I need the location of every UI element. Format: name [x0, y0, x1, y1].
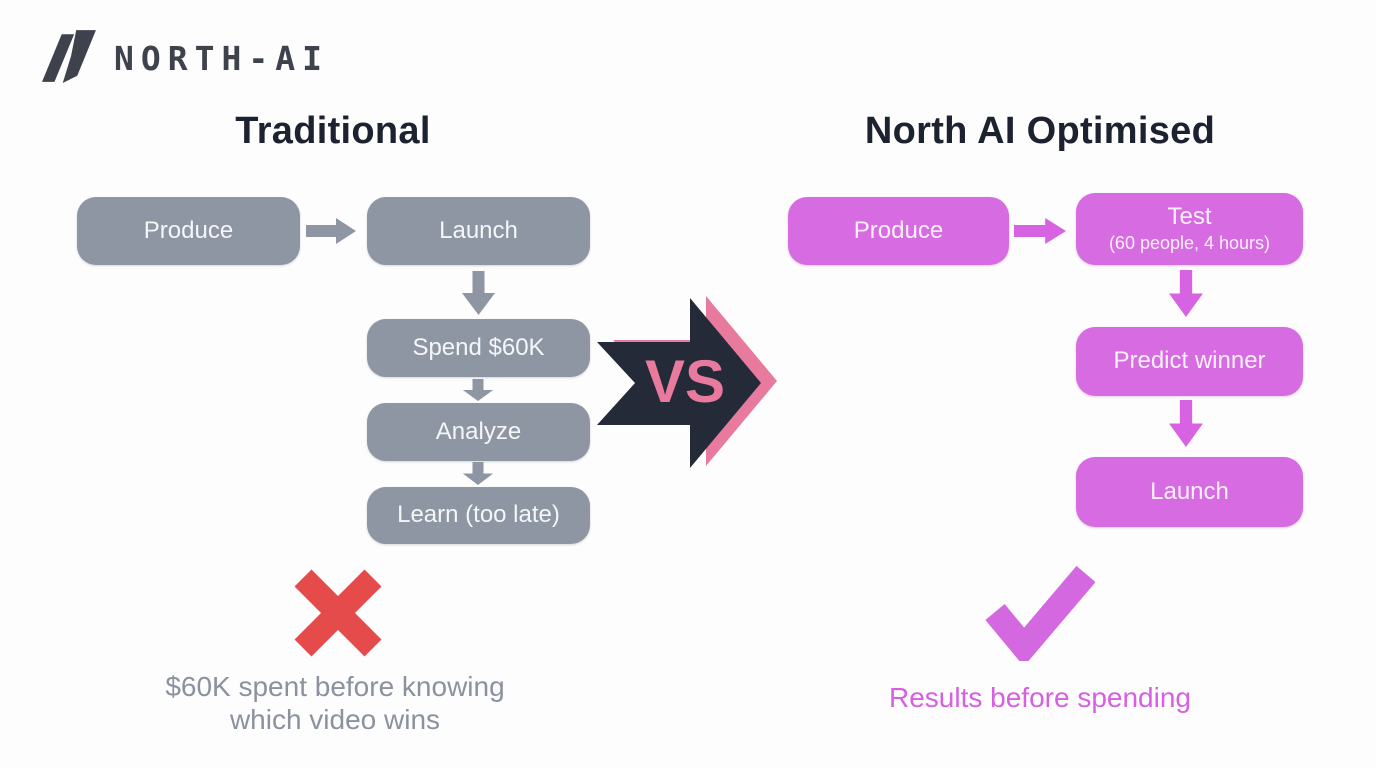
step-launch-optimised: Launch: [1076, 457, 1303, 527]
brand-name: NORTH-AI: [114, 38, 329, 78]
step-learn-too-late: Learn (too late): [367, 487, 590, 544]
arrow-down-icon: [462, 379, 494, 401]
arrow-right-icon: [306, 218, 356, 244]
step-label: Learn (too late): [397, 501, 560, 529]
step-launch-traditional: Launch: [367, 197, 590, 265]
step-sublabel: (60 people, 4 hours): [1108, 232, 1271, 253]
north-ai-logo-icon: [42, 30, 96, 83]
north-ai-logo: NORTH-AI: [42, 28, 329, 84]
step-label: Launch: [1150, 477, 1229, 505]
arrow-down-icon: [1169, 400, 1203, 447]
arrow-down-icon: [1169, 270, 1203, 317]
step-predict-winner: Predict winner: [1076, 327, 1303, 396]
step-label: Produce: [143, 216, 234, 244]
check-icon: [985, 566, 1095, 661]
step-produce-optimised: Produce: [788, 197, 1009, 265]
arrow-down-icon: [462, 462, 494, 485]
step-analyze: Analyze: [367, 403, 590, 461]
x-mark-icon: [294, 569, 382, 657]
step-spend-60k: Spend $60K: [367, 319, 590, 377]
caption-traditional: $60K spent before knowing which video wi…: [85, 671, 585, 737]
step-label: Test: [1167, 203, 1212, 231]
step-produce-traditional: Produce: [77, 197, 300, 265]
caption-line: which video wins: [229, 703, 441, 735]
step-label: Produce: [853, 216, 944, 244]
caption-line: Results before spending: [889, 682, 1191, 713]
arrow-down-icon: [462, 271, 495, 315]
step-label: Launch: [439, 216, 518, 244]
versus-arrow: VS: [597, 296, 777, 468]
caption-optimised: Results before spending: [790, 682, 1290, 715]
heading-traditional: Traditional: [235, 110, 431, 152]
versus-label: VS: [645, 348, 725, 415]
caption-line: $60K spent before knowing: [165, 671, 505, 702]
step-label: Analyze: [435, 417, 522, 445]
arrow-right-icon: [1014, 218, 1066, 244]
versus-arrow-dark: [597, 298, 761, 468]
step-label: Spend $60K: [412, 333, 545, 361]
heading-optimised: North AI Optimised: [864, 110, 1216, 152]
step-label: Predict winner: [1113, 347, 1266, 375]
step-test: Test (60 people, 4 hours): [1076, 193, 1303, 265]
